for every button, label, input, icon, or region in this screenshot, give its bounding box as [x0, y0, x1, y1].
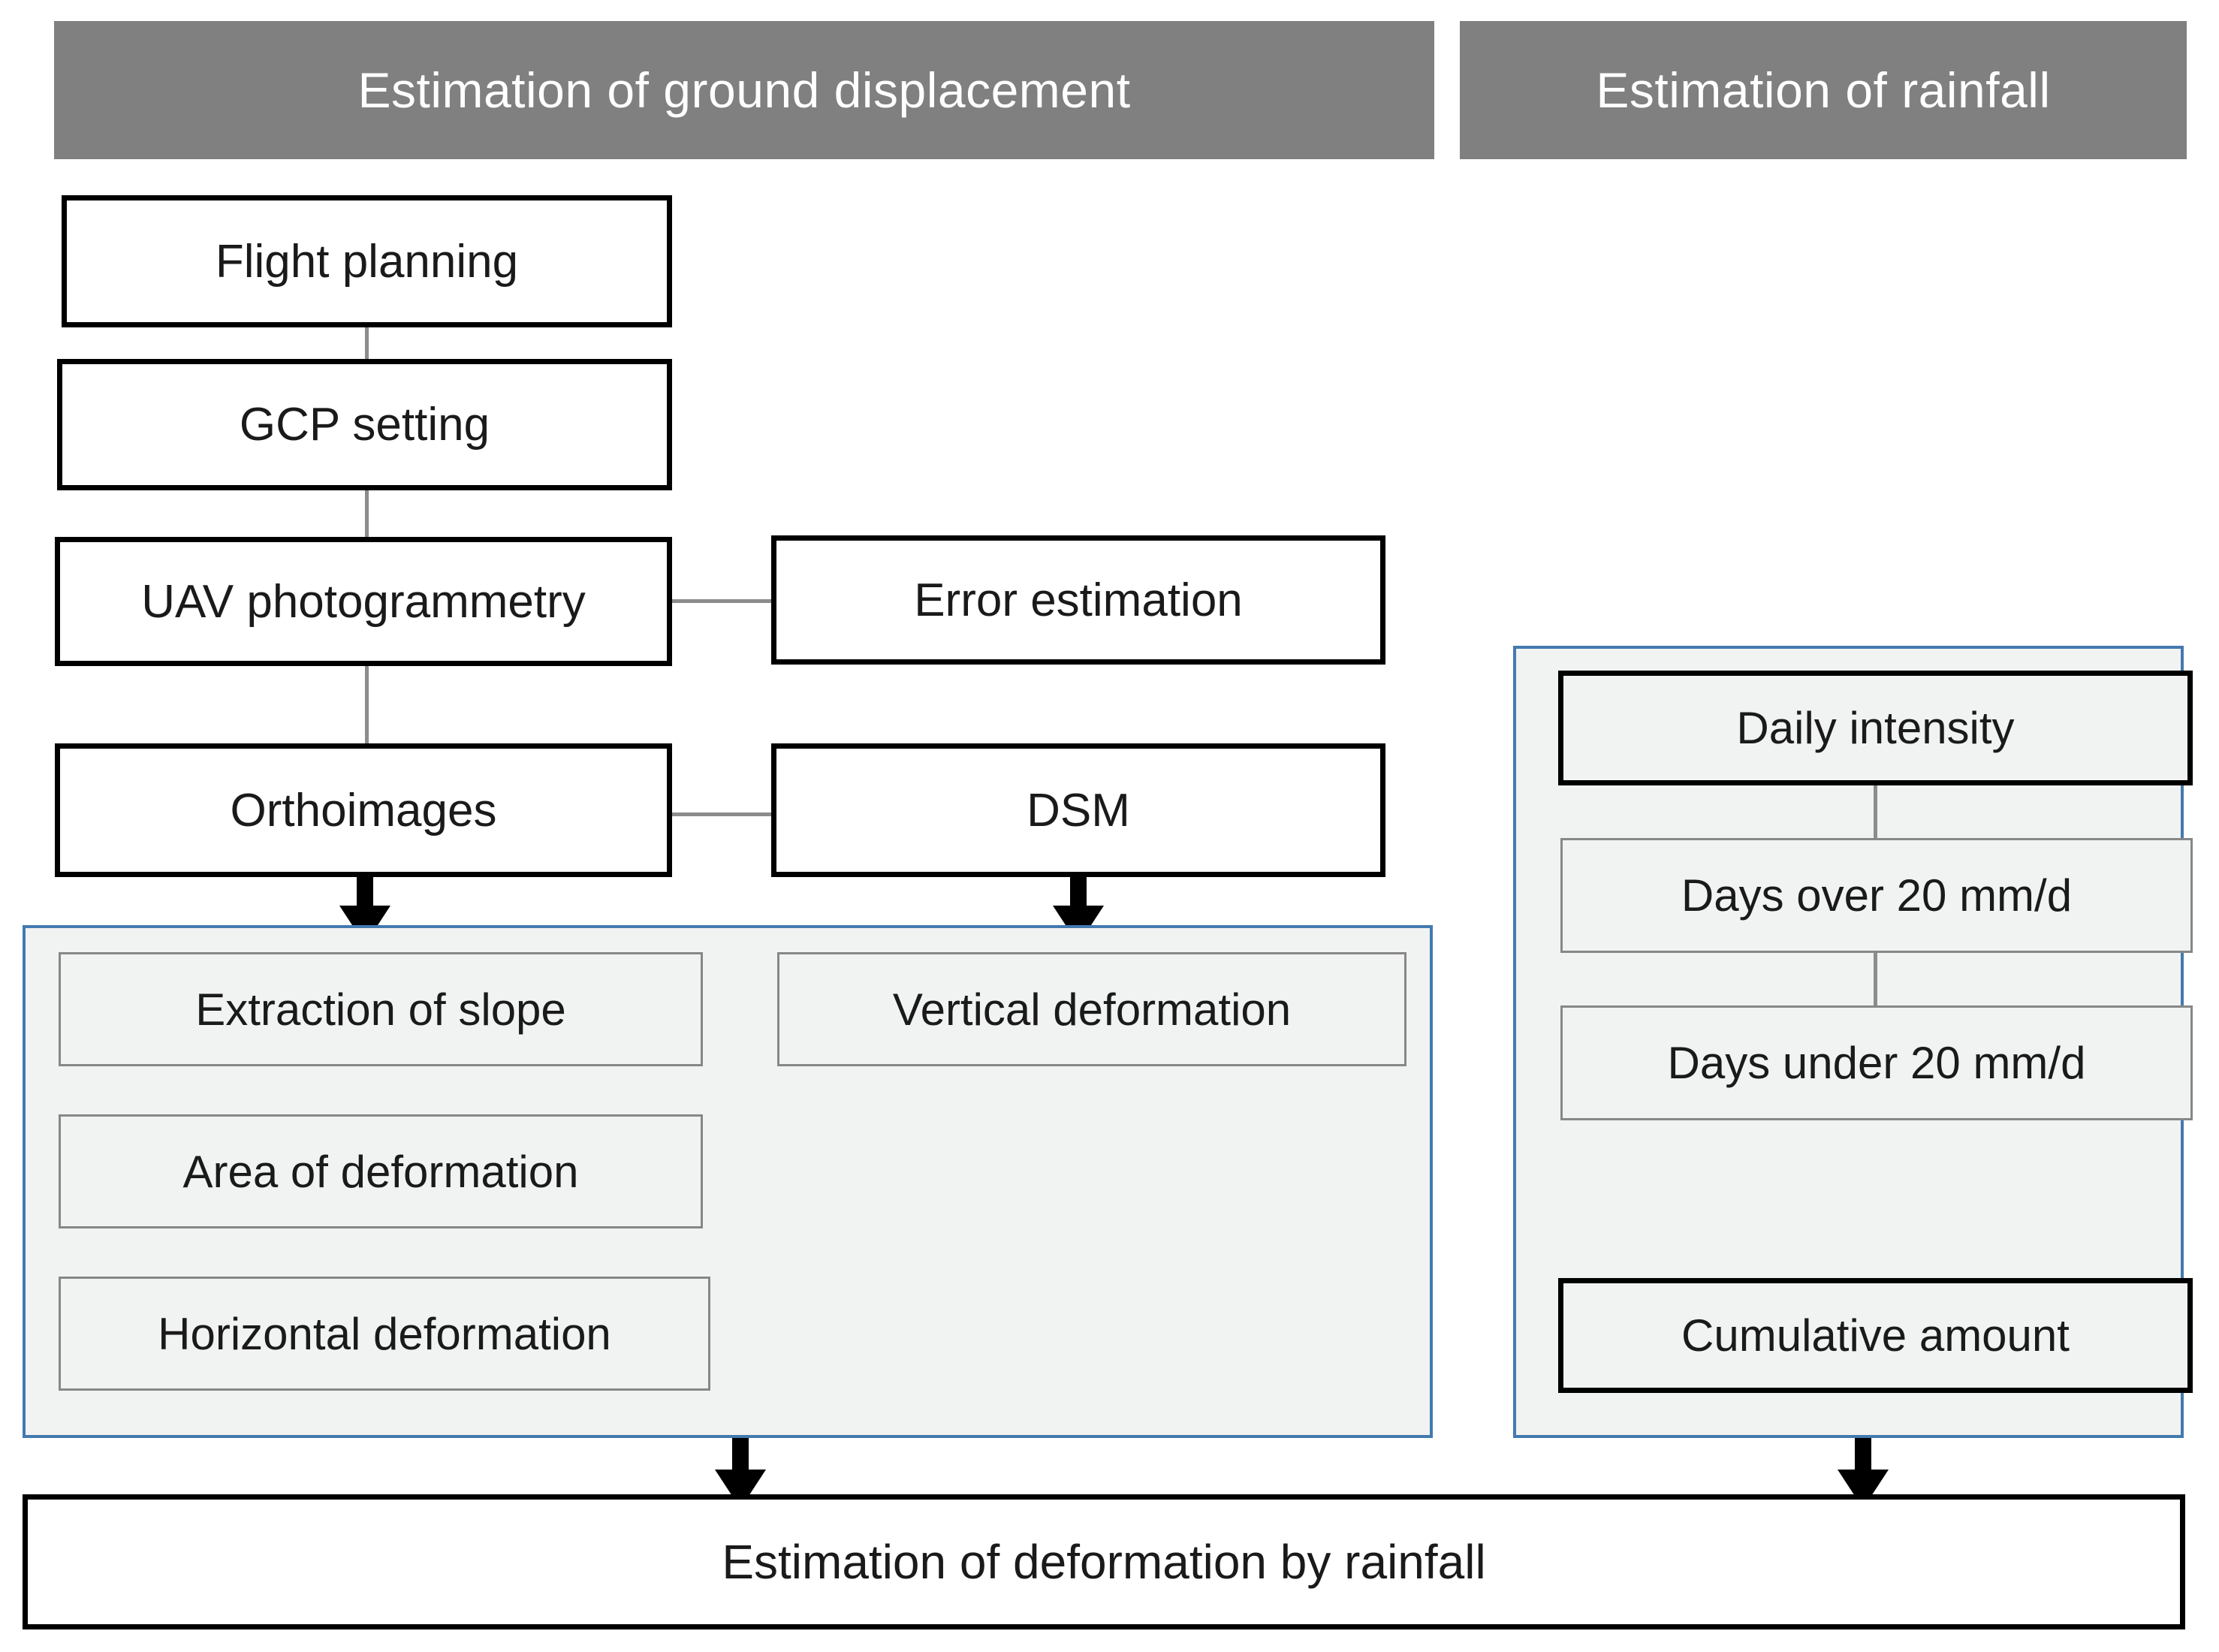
- box-dsm: DSM: [771, 743, 1385, 877]
- connector-days-over-to-under: [1874, 953, 1877, 1005]
- banner-rainfall: Estimation of rainfall: [1460, 21, 2187, 159]
- box-error-estimation: Error estimation: [771, 535, 1385, 665]
- subbox-cumulative-amount: Cumulative amount: [1558, 1278, 2193, 1393]
- box-final-output: Estimation of deformation by rainfall: [23, 1494, 2185, 1629]
- connector-orthoimages-to-dsm: [672, 812, 771, 816]
- subbox-area-of-deformation: Area of deformation: [59, 1114, 703, 1228]
- subbox-days-under: Days under 20 mm/d: [1560, 1005, 2193, 1120]
- connector-daily-to-days-over: [1874, 785, 1877, 838]
- box-orthoimages: Orthoimages: [55, 743, 672, 877]
- banner-ground-displacement: Estimation of ground displacement: [54, 21, 1434, 159]
- box-gcp-setting: GCP setting: [57, 359, 672, 490]
- box-uav-photogrammetry: UAV photogrammetry: [55, 537, 672, 666]
- subbox-horizontal-deformation: Horizontal deformation: [59, 1277, 710, 1391]
- connector-uav-to-error: [672, 599, 771, 603]
- connector-flight-to-gcp: [365, 327, 369, 359]
- subbox-extraction-of-slope: Extraction of slope: [59, 952, 703, 1066]
- box-flight-planning: Flight planning: [62, 195, 672, 327]
- connector-gcp-to-uav: [365, 490, 369, 537]
- connector-uav-to-orthoimages: [365, 666, 369, 743]
- subbox-daily-intensity: Daily intensity: [1558, 671, 2193, 785]
- subbox-days-over: Days over 20 mm/d: [1560, 838, 2193, 953]
- subbox-vertical-deformation: Vertical deformation: [777, 952, 1406, 1066]
